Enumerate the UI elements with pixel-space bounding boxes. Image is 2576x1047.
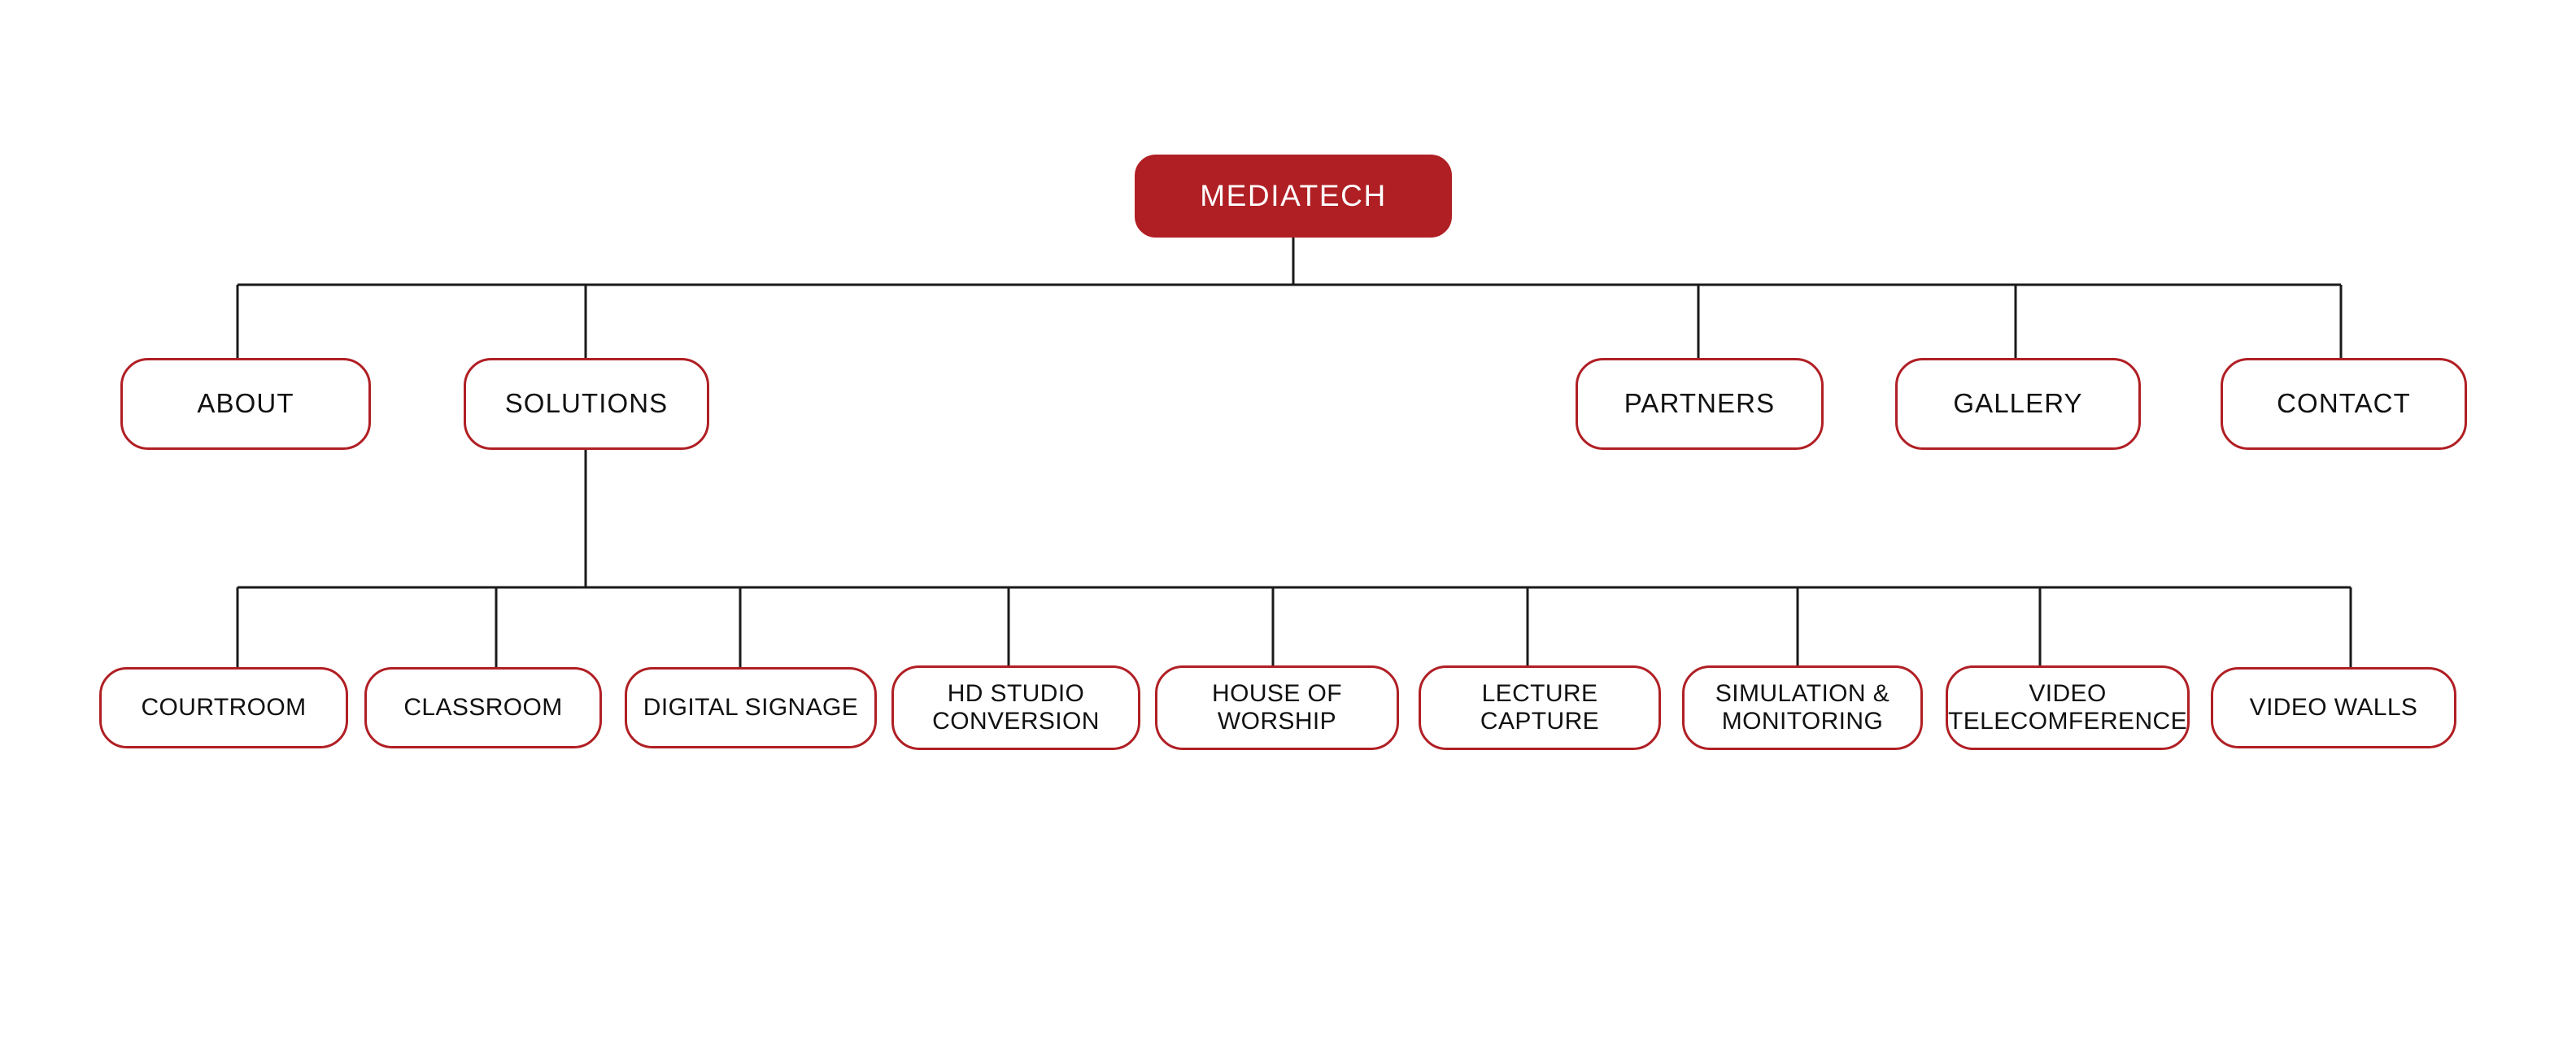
- node-simulation-monitoring[interactable]: SIMULATION & MONITORING: [1682, 665, 1923, 750]
- node-gallery[interactable]: GALLERY: [1895, 358, 2141, 450]
- node-classroom[interactable]: CLASSROOM: [364, 667, 602, 748]
- node-label: LECTURE CAPTURE: [1480, 680, 1600, 735]
- node-solutions[interactable]: SOLUTIONS: [464, 358, 709, 450]
- node-label: MEDIATECH: [1200, 179, 1387, 213]
- node-label: PARTNERS: [1624, 388, 1776, 419]
- node-courtroom[interactable]: COURTROOM: [99, 667, 348, 748]
- node-label: VIDEO WALLS: [2249, 694, 2418, 722]
- node-label: VIDEO TELECOMFERENCE: [1948, 680, 2187, 735]
- node-label: SOLUTIONS: [504, 388, 669, 419]
- node-label: COURTROOM: [141, 694, 307, 722]
- node-label: GALLERY: [1953, 388, 2083, 419]
- node-house-of-worship[interactable]: HOUSE OF WORSHIP: [1155, 665, 1399, 750]
- node-partners[interactable]: PARTNERS: [1576, 358, 1824, 450]
- node-root-mediatech[interactable]: MEDIATECH: [1135, 155, 1452, 238]
- node-label: SIMULATION & MONITORING: [1715, 680, 1890, 735]
- node-label: ABOUT: [197, 388, 294, 419]
- node-lecture-capture[interactable]: LECTURE CAPTURE: [1419, 665, 1661, 750]
- node-label: HD STUDIO CONVERSION: [932, 680, 1100, 735]
- node-label: CLASSROOM: [403, 694, 563, 722]
- node-contact[interactable]: CONTACT: [2221, 358, 2467, 450]
- node-video-walls[interactable]: VIDEO WALLS: [2211, 667, 2456, 748]
- node-about[interactable]: ABOUT: [120, 358, 371, 450]
- node-video-telecomference[interactable]: VIDEO TELECOMFERENCE: [1946, 665, 2190, 750]
- node-label: CONTACT: [2277, 388, 2411, 419]
- node-digital-signage[interactable]: DIGITAL SIGNAGE: [625, 667, 877, 748]
- node-label: HOUSE OF WORSHIP: [1212, 680, 1342, 735]
- node-label: DIGITAL SIGNAGE: [643, 694, 859, 722]
- node-hd-studio-conversion[interactable]: HD STUDIO CONVERSION: [891, 665, 1140, 750]
